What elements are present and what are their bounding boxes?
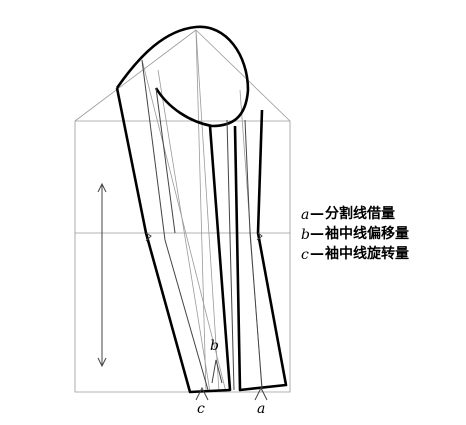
legend: a — 分割线借量 b — 袖中线偏移量 c — 袖中线旋转量	[301, 205, 409, 263]
sleeve-draft-frame	[74, 120, 291, 393]
sleeve-cap-right-slope	[195, 29, 291, 122]
seam-line-6	[226, 119, 235, 391]
seam-line-5	[249, 232, 263, 389]
legend-item-b: b — 袖中线偏移量	[301, 225, 409, 243]
sleeve-cap-left-slope	[74, 29, 197, 122]
seam-line-1	[141, 59, 166, 241]
shifted-center-line	[195, 29, 220, 393]
panel-seam-lines	[141, 59, 263, 391]
legend-text-b: 袖中线偏移量	[325, 225, 409, 242]
legend-var-c: c	[301, 247, 309, 263]
marker-c-wedge	[195, 386, 209, 401]
sleeve-cap-curve	[115, 25, 250, 128]
under-sleeve-panel-outline	[233, 109, 288, 392]
seam-line-4	[244, 119, 251, 234]
top-sleeve-panel-outline	[115, 87, 232, 394]
legend-sep-b: —	[310, 226, 324, 242]
bottom-markers: c b a	[195, 338, 268, 417]
marker-a-label: a	[257, 401, 265, 417]
seam-line-3	[155, 87, 176, 234]
legend-var-b: b	[301, 227, 310, 243]
marker-a-wedge	[254, 386, 268, 401]
legend-item-a: a — 分割线借量	[301, 205, 395, 223]
seam-line-2	[164, 239, 209, 391]
legend-sep-a: —	[310, 206, 324, 222]
marker-b-label: b	[210, 338, 219, 354]
seam-guide-left	[141, 59, 227, 393]
grain-line-arrow	[97, 182, 107, 368]
legend-sep-c: —	[310, 246, 324, 262]
legend-text-c: 袖中线旋转量	[325, 245, 409, 262]
marker-b-wedge	[211, 359, 223, 384]
legend-text-a: 分割线借量	[325, 205, 395, 222]
sleeve-center-line	[195, 29, 207, 393]
legend-item-c: c — 袖中线旋转量	[301, 245, 409, 263]
elbow-notches	[145, 232, 263, 242]
seam-guide-inner	[157, 69, 211, 393]
legend-var-a: a	[301, 207, 309, 223]
marker-c-label: c	[197, 401, 205, 417]
